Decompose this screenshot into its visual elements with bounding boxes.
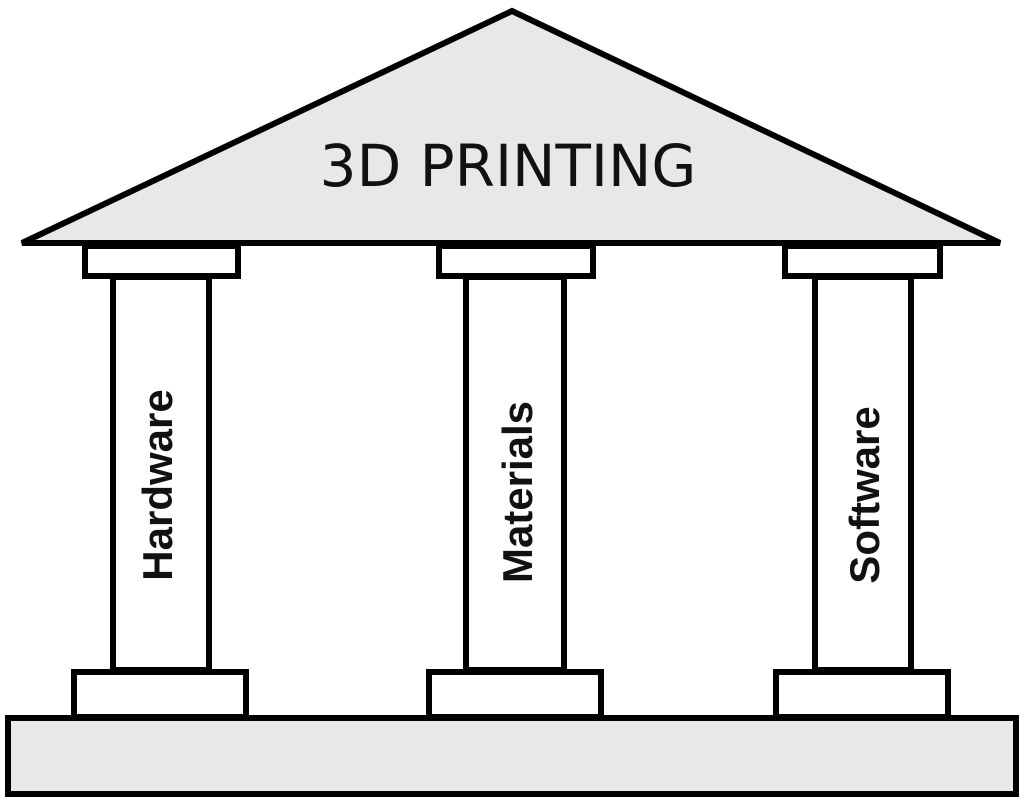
pillar-label: Software [841,406,888,583]
pillar-materials: Materials [426,243,604,720]
temple-base [5,715,1019,797]
temple-roof [20,7,1002,246]
pillar-plinth [71,669,249,720]
pillar-label: Materials [494,401,541,583]
pillar-plinth [773,669,951,720]
pillar-software: Software [773,243,951,720]
roof-title: 3D PRINTING [320,132,697,200]
pillar-capital [82,243,241,279]
pillar-capital [782,243,943,279]
pillar-plinth [426,669,604,720]
pillar-capital [436,243,596,279]
pillar-hardware: Hardware [71,243,249,720]
pillar-label: Hardware [134,389,181,580]
